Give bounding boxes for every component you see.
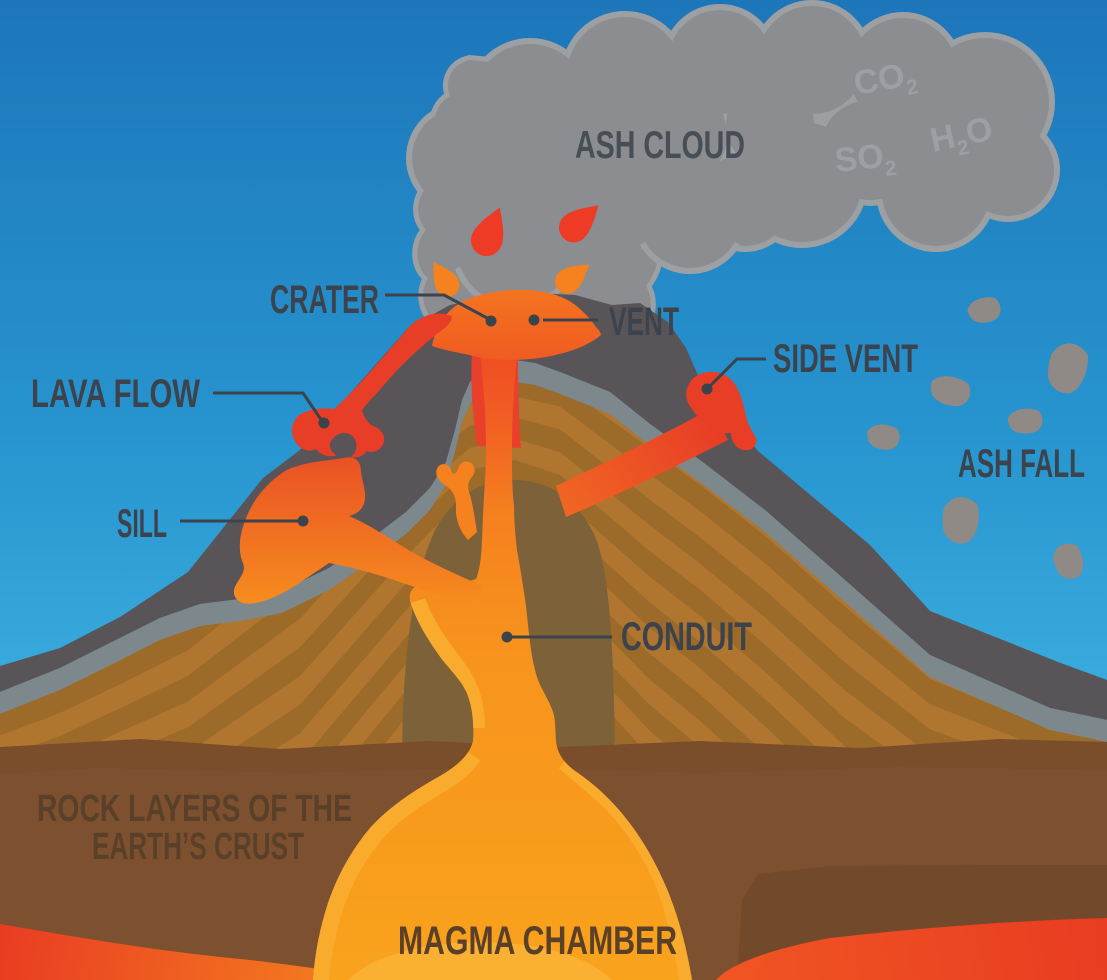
svg-text:CRATER: CRATER bbox=[270, 278, 379, 322]
svg-text:VENT: VENT bbox=[609, 300, 679, 344]
svg-text:SIDE VENT: SIDE VENT bbox=[773, 337, 918, 381]
svg-text:MAGMA CHAMBER: MAGMA CHAMBER bbox=[398, 919, 677, 963]
svg-text:EARTH’S CRUST: EARTH’S CRUST bbox=[92, 826, 304, 868]
svg-text:LAVA FLOW: LAVA FLOW bbox=[31, 372, 200, 416]
svg-text:CONDUIT: CONDUIT bbox=[621, 615, 752, 659]
svg-text:ASH CLOUD: ASH CLOUD bbox=[575, 124, 745, 167]
svg-text:ROCK LAYERS OF THE: ROCK LAYERS OF THE bbox=[37, 788, 352, 830]
svg-text:SILL: SILL bbox=[117, 502, 167, 546]
svg-text:ASH FALL: ASH FALL bbox=[958, 442, 1085, 486]
